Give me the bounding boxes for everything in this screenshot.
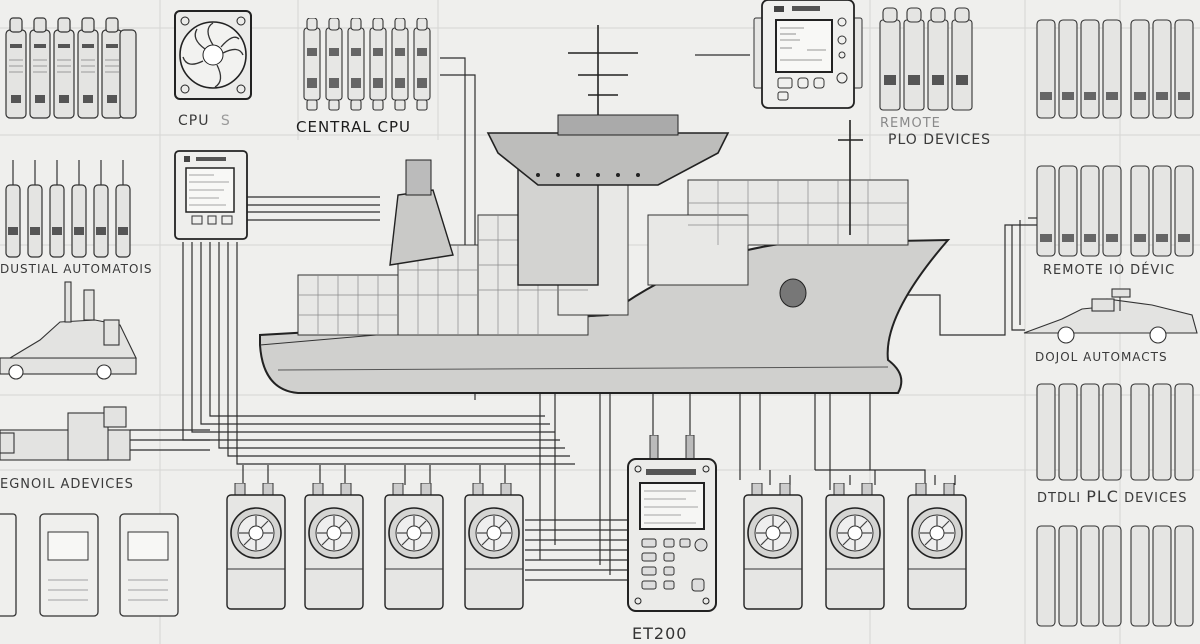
- io-rack-group-right-2: [1035, 162, 1200, 260]
- hmi-panel-left: [174, 150, 248, 242]
- container-ship: [258, 15, 958, 400]
- plc-devices-prefix: DTDLI: [1037, 491, 1082, 506]
- vehicle-icon: [0, 281, 137, 380]
- fan-modules-icon: [226, 483, 524, 610]
- handheld-controller-icon: [627, 435, 717, 612]
- dodol-automacts-label: DOJOL AUTOMACTS: [1035, 350, 1168, 364]
- plc-rack-group-top-left: [0, 10, 140, 122]
- ship-icon: [259, 25, 951, 394]
- plc-devices-suffix: DEVICES: [1124, 491, 1188, 506]
- plo-devices-label: PLO DEVICES: [888, 132, 992, 148]
- plc-devices-plc: PLC: [1086, 487, 1119, 506]
- plc-modules-icon: [1036, 19, 1194, 119]
- plc-rack-group-top-right: [878, 5, 978, 115]
- cpu-modules-icon: [303, 18, 431, 111]
- fan-module-group-right: [742, 483, 972, 613]
- plc-modules-icon: [5, 17, 137, 119]
- plc-modules-icon: [1036, 383, 1194, 481]
- cpu-label-text: CPU: [178, 113, 210, 129]
- fan-icon: [174, 10, 252, 100]
- fan-module-group-left: [225, 483, 525, 613]
- plc-modules-icon: [1036, 525, 1194, 627]
- secnoil-adevices-label: EGNOIL ADEVICES: [0, 477, 134, 492]
- hmi-panel-icon: [753, 0, 863, 109]
- cpu-label: CPU S: [178, 113, 231, 129]
- industrial-automation-label: DUSTIAL AUTOMATOIS: [0, 262, 153, 276]
- io-modules-icon: [1036, 165, 1194, 257]
- cpu-label-suffix: S: [220, 113, 231, 129]
- central-cpu-label: CENTRAL CPU: [296, 118, 412, 136]
- hmi-panel-top: [752, 0, 864, 112]
- industrial-equipment-left: [0, 405, 135, 465]
- et200-label: ET200: [632, 624, 688, 643]
- plc-modules-icon: [5, 160, 131, 258]
- cpu-fan-unit: [173, 9, 253, 101]
- plc-rack-group-far-right-3: [1035, 380, 1200, 485]
- central-cpu-modules: [300, 18, 440, 113]
- remote-io-devices-label: REMOTE IO DÉVIC: [1043, 263, 1176, 278]
- et200-device: [626, 435, 718, 615]
- plc-rack-group-mid-left: [0, 155, 140, 265]
- remote-label: REMOTE: [880, 116, 941, 131]
- panel-devices-icon: [0, 513, 179, 617]
- industrial-vehicle-left: [0, 280, 155, 385]
- small-panels-bottom-left: [0, 510, 180, 620]
- fan-modules-icon: [743, 483, 967, 610]
- plc-rack-group-far-right-1: [1035, 12, 1200, 120]
- industrial-vehicle-right: [1022, 285, 1200, 345]
- plc-devices-label: DTDLI PLC DEVICES: [1037, 487, 1188, 506]
- hmi-panel-icon: [174, 150, 248, 240]
- equipment-icon: [0, 406, 131, 461]
- plc-rack-group-far-right-4: [1035, 522, 1200, 630]
- vehicle-icon: [1023, 288, 1198, 344]
- plc-modules-icon: [879, 7, 973, 111]
